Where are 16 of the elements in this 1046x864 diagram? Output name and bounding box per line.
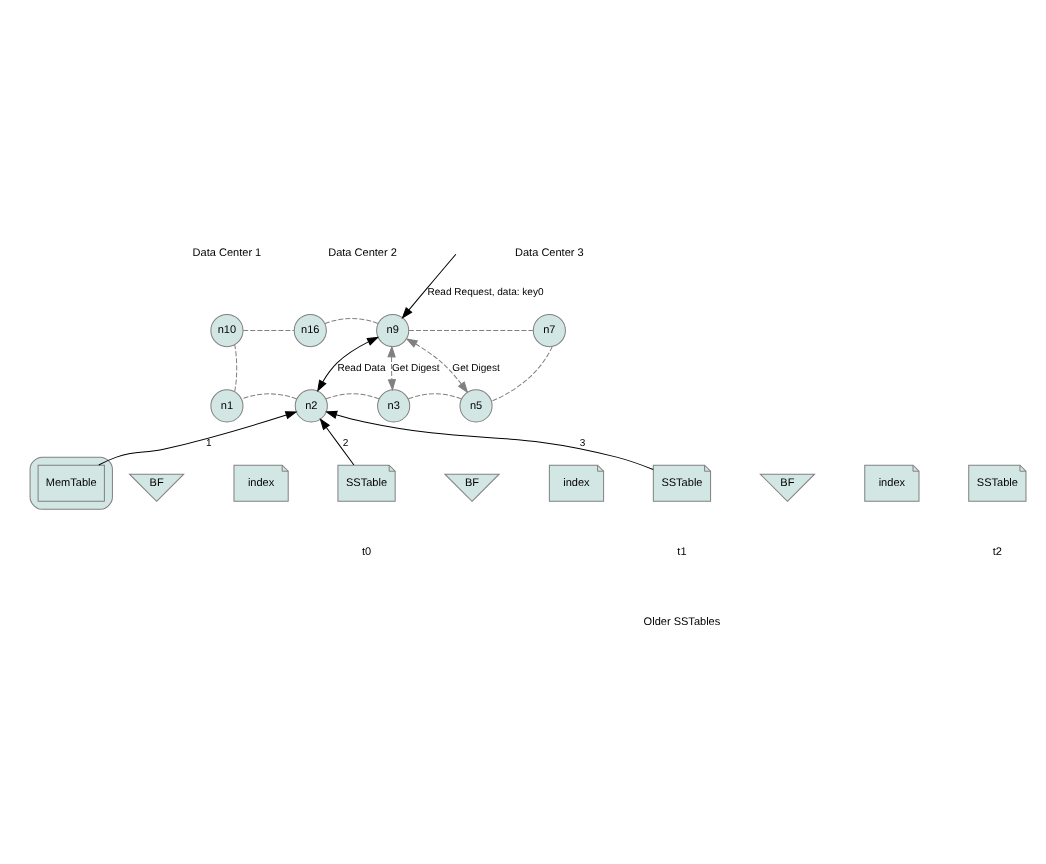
arrow bbox=[97, 410, 296, 465]
arrow bbox=[405, 337, 467, 392]
arrow bbox=[316, 336, 378, 391]
arrow bbox=[386, 345, 395, 390]
arrow bbox=[401, 252, 456, 318]
arrow bbox=[318, 417, 354, 465]
cluster bbox=[28, 455, 112, 509]
connector bbox=[324, 392, 379, 399]
connector bbox=[233, 343, 237, 391]
connector bbox=[323, 317, 378, 324]
connector bbox=[240, 392, 297, 399]
connector bbox=[241, 329, 294, 331]
arrow bbox=[325, 409, 653, 470]
connector bbox=[490, 345, 552, 401]
connector bbox=[407, 329, 533, 331]
connector bbox=[406, 392, 461, 399]
